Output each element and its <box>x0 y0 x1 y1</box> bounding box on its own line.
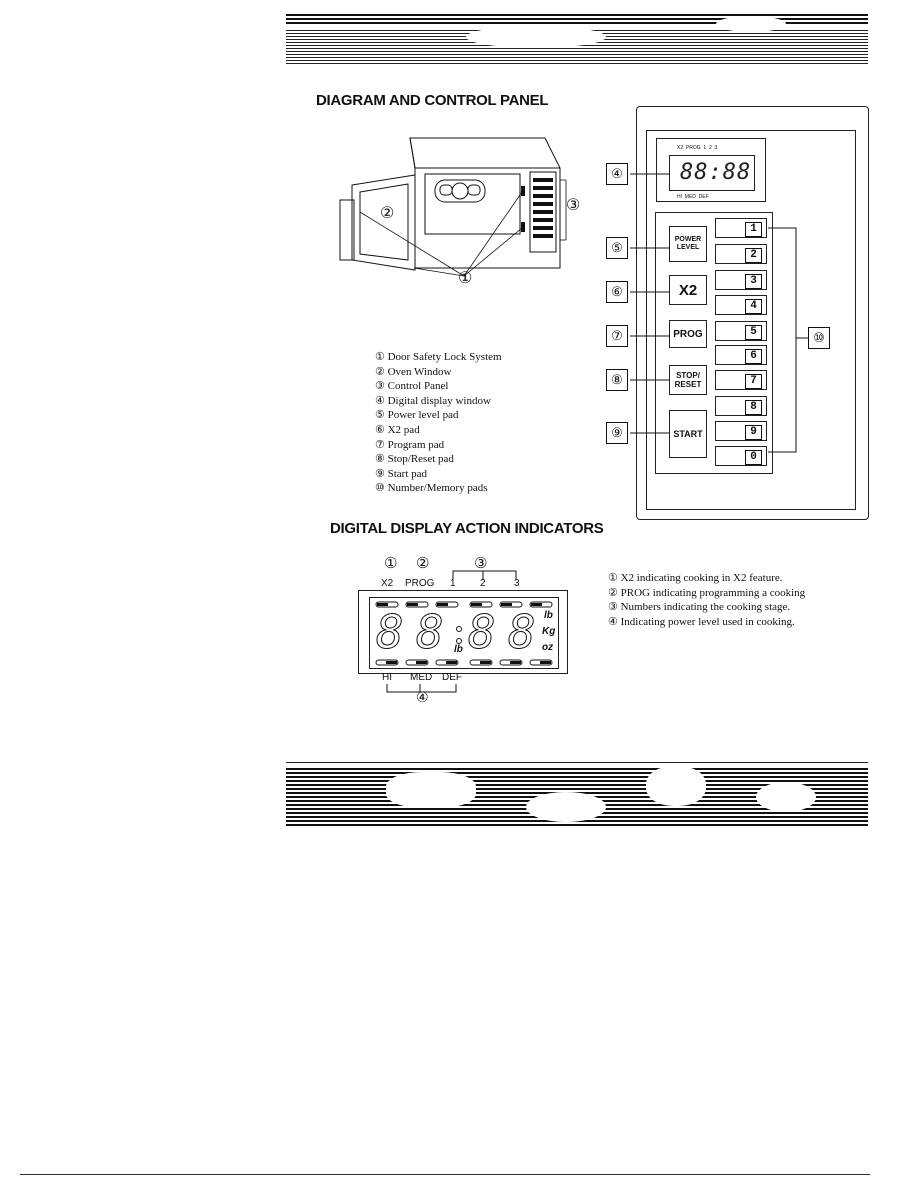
callout-stop-reset: ⑧ <box>606 369 628 391</box>
footer-rule <box>20 1174 870 1175</box>
legend-item: ⑦ Program pad <box>375 438 445 451</box>
legend-item: ④ Digital display window <box>375 394 491 407</box>
display-screen: 8 8 8 8 lb lb Kg oz <box>369 597 559 669</box>
label-med: MED <box>410 672 433 683</box>
digit-1: 8 <box>376 605 405 659</box>
label-stage-3: 3 <box>514 578 520 589</box>
unit-lb-small: lb <box>454 644 463 655</box>
control-panel-pads-frame <box>655 212 773 474</box>
mini-display-digits: 88:88 <box>680 160 752 185</box>
number-pad-label: 8 <box>745 400 762 415</box>
number-pad-label: 7 <box>745 374 762 389</box>
number-pad-8[interactable]: 8 <box>715 396 767 416</box>
label-def: DEF <box>442 672 462 683</box>
number-pad-1[interactable]: 1 <box>715 218 767 238</box>
stop-reset-pad[interactable]: STOP/ RESET <box>669 365 707 395</box>
number-pad-5[interactable]: 5 <box>715 321 767 341</box>
legend-item: ⑩ Number/Memory pads <box>375 482 488 495</box>
legend-item: ③ Control Panel <box>375 380 449 393</box>
number-pad-9[interactable]: 9 <box>715 421 767 441</box>
top-banner <box>286 8 868 66</box>
display-callout-4: ④ <box>416 691 429 706</box>
callout-x2: ⑥ <box>606 281 628 303</box>
display-callout-3: ③ <box>474 556 488 572</box>
display-note: ③ Numbers indicating the cooking stage. <box>608 601 791 614</box>
unit-oz: oz <box>542 642 554 653</box>
number-pad-3[interactable]: 3 <box>715 270 767 290</box>
number-pad-label: 9 <box>745 425 762 440</box>
number-pad-label: 0 <box>745 450 762 465</box>
mini-display-top-labels: X2 PROG 1 2 3 <box>677 145 718 151</box>
number-pad-label: 4 <box>745 299 762 314</box>
prog-pad[interactable]: PROG <box>669 320 707 348</box>
label-prog: PROG <box>405 578 435 589</box>
control-panel-outline <box>636 106 869 520</box>
bottom-banner <box>286 762 868 830</box>
display-note: ④ Indicating power level used in cooking… <box>608 615 795 628</box>
number-pad-label: 6 <box>745 349 762 364</box>
display-callout-2: ② <box>416 556 430 572</box>
number-pad-7[interactable]: 7 <box>715 370 767 390</box>
number-pad-label: 1 <box>745 222 762 237</box>
number-pad-label: 3 <box>745 274 762 289</box>
display-note: ② PROG indicating programming a cooking <box>608 586 806 599</box>
unit-kg: Kg <box>542 626 556 637</box>
mini-display-bottom-labels: HI MED DEF <box>677 194 709 200</box>
control-panel-leader-lines <box>630 173 808 453</box>
component-legend: ① Door Safety Lock System ② Oven Window … <box>375 350 502 496</box>
label-hi: HI <box>382 672 392 683</box>
indicator-row-bottom <box>375 659 553 666</box>
callout-door-lock: ① <box>458 270 473 287</box>
control-panel-inner <box>646 130 856 510</box>
power-bracket <box>386 684 457 693</box>
callout-power-level: ⑤ <box>606 237 628 259</box>
mini-display-screen: 88:88 <box>669 155 755 191</box>
display-notes: ① X2 indicating cooking in X2 feature. ②… <box>608 571 805 629</box>
callout-number-pads: ⑩ <box>808 327 830 349</box>
callout-oven-window: ② <box>380 205 395 222</box>
colon-indicator <box>456 626 462 632</box>
legend-item: ② Oven Window <box>375 365 452 378</box>
digit-2: 8 <box>416 605 445 659</box>
unit-lb: lb <box>544 610 553 621</box>
start-pad[interactable]: START <box>669 410 707 458</box>
legend-item: ⑤ Power level pad <box>375 409 459 422</box>
legend-item: ① Door Safety Lock System <box>375 351 502 363</box>
label-stage-2: 2 <box>480 578 486 589</box>
number-pad-label: 5 <box>745 325 762 340</box>
display-note: ① X2 indicating cooking in X2 feature. <box>608 572 783 584</box>
number-pad-2[interactable]: 2 <box>715 244 767 264</box>
legend-item: ⑥ X2 pad <box>375 423 420 436</box>
section-title-display: DIGITAL DISPLAY ACTION INDICATORS <box>330 520 604 537</box>
label-x2: X2 <box>381 578 394 589</box>
callout-program: ⑦ <box>606 325 628 347</box>
callout-control-panel: ③ <box>566 197 581 214</box>
digit-3: 8 <box>468 605 497 659</box>
legend-item: ⑨ Start pad <box>375 467 428 480</box>
display-callout-1: ① <box>384 556 398 572</box>
colon-indicator <box>456 638 462 644</box>
mini-display-window: X2 PROG 1 2 3 88:88 HI MED DEF <box>656 138 766 202</box>
number-pad-label: 2 <box>745 248 762 263</box>
label-stage-1: 1 <box>450 578 456 589</box>
callout-start: ⑨ <box>606 422 628 444</box>
callout-display-window: ④ <box>606 163 628 185</box>
power-level-pad[interactable]: POWER LEVEL <box>669 226 707 262</box>
number-pad-6[interactable]: 6 <box>715 345 767 365</box>
number-pad-4[interactable]: 4 <box>715 295 767 315</box>
oven-illustration <box>339 137 567 277</box>
indicator-row-top <box>375 601 553 608</box>
display-window: 8 8 8 8 lb lb Kg oz <box>358 590 568 674</box>
stage-bracket <box>452 570 517 580</box>
x2-pad[interactable]: X2 <box>669 275 707 305</box>
page-title: DIAGRAM AND CONTROL PANEL <box>316 92 549 109</box>
digit-4: 8 <box>508 605 537 659</box>
number-pad-0[interactable]: 0 <box>715 446 767 466</box>
legend-item: ⑧ Stop/Reset pad <box>375 453 454 466</box>
